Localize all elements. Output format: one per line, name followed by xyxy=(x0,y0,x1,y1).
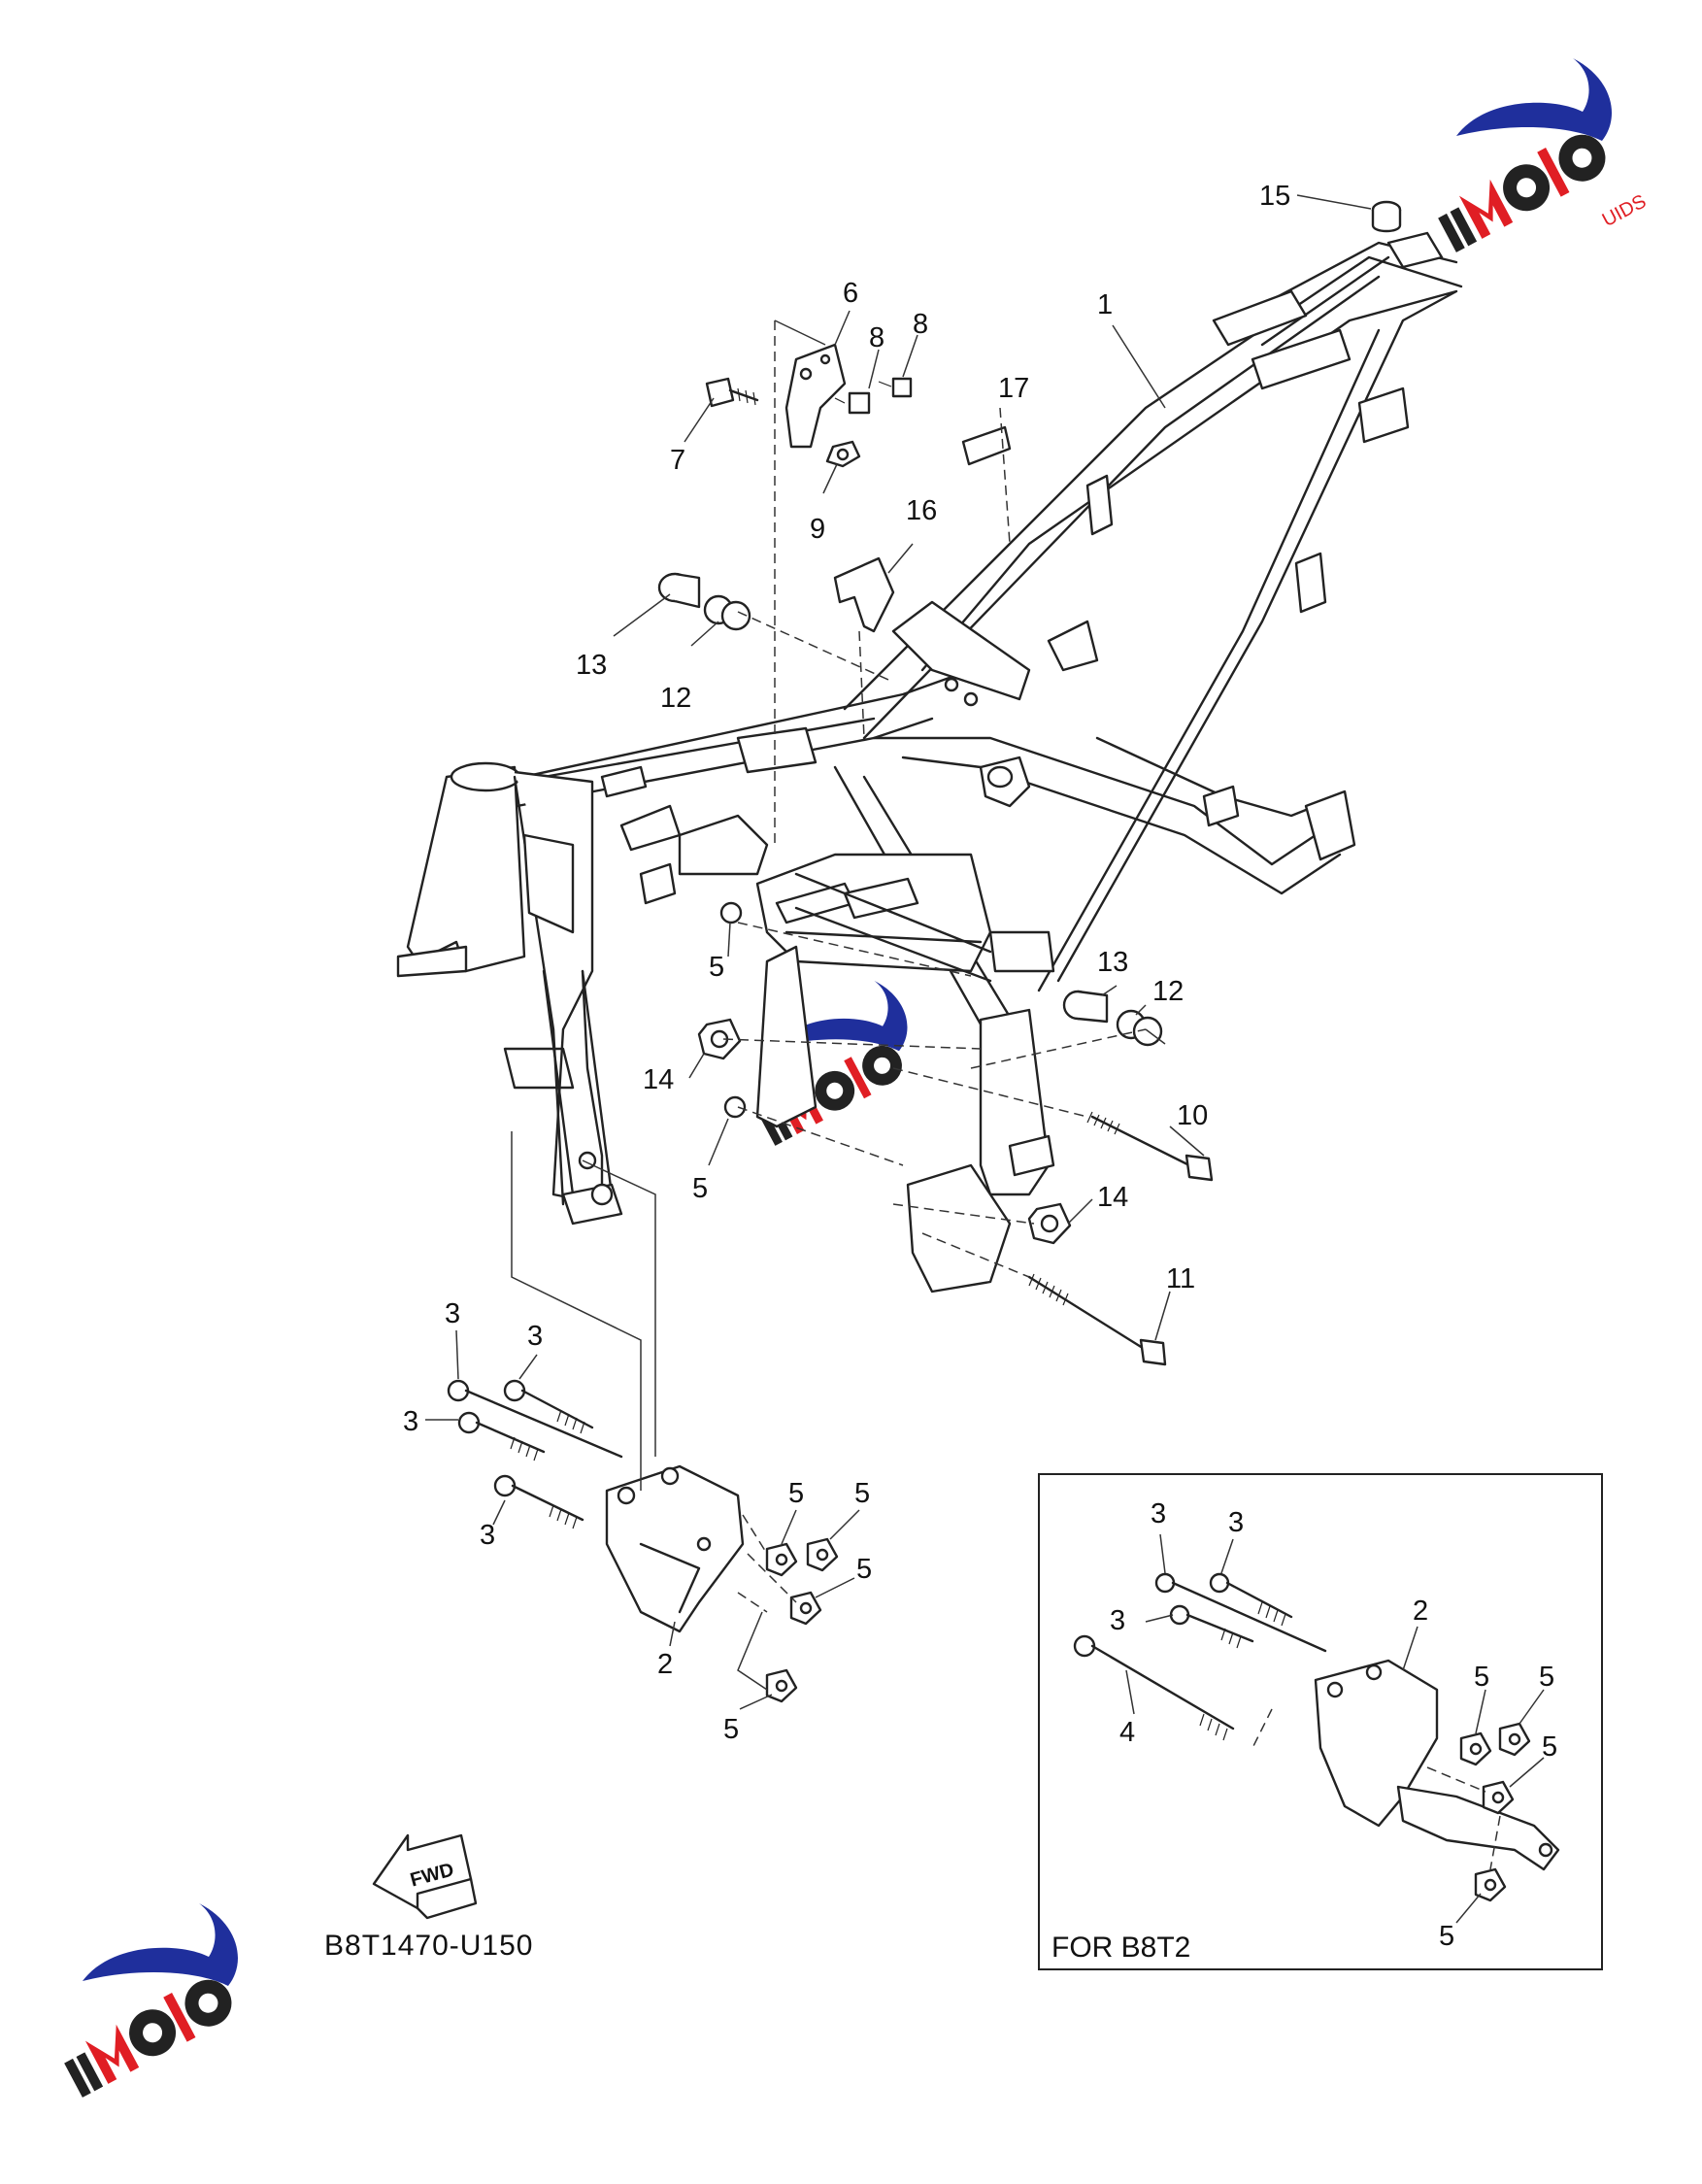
part-11-bolt xyxy=(1027,1273,1167,1366)
callout-5-d: 5 xyxy=(854,1478,870,1509)
part-12-bushing-right xyxy=(1116,1009,1163,1047)
part-2-bracket xyxy=(605,1464,745,1633)
callout-5-a: 5 xyxy=(709,952,724,983)
fwd-arrow-icon: FWD xyxy=(372,1833,478,1920)
part-14-nut-left xyxy=(697,1018,742,1060)
callout-3-b: 3 xyxy=(527,1321,543,1352)
inset-part-5-nut-a xyxy=(1459,1731,1492,1766)
part-17-label xyxy=(961,425,1012,466)
inset-part-5-nut-c xyxy=(1482,1780,1515,1815)
variant-inset-box: FOR B8T2 xyxy=(1038,1473,1603,1970)
callout-13-b: 13 xyxy=(1097,947,1128,978)
callout-15: 15 xyxy=(1259,181,1290,212)
callout-5-e: 5 xyxy=(856,1554,872,1585)
alignment-lines xyxy=(511,319,1166,1691)
part-14-nut-right xyxy=(1027,1202,1072,1245)
callout-11: 11 xyxy=(1166,1263,1195,1294)
part-13-collar-top xyxy=(657,572,701,609)
callout-13-a: 13 xyxy=(576,650,607,681)
callout-12-b: 12 xyxy=(1152,976,1184,1007)
callout-7: 7 xyxy=(670,445,685,476)
part-5-nut-e xyxy=(789,1591,822,1626)
part-5-nut-c xyxy=(765,1542,798,1577)
inset-callout-3-c: 3 xyxy=(1110,1605,1125,1636)
callout-5-b: 5 xyxy=(692,1173,708,1204)
part-5-washer-a xyxy=(719,901,743,924)
inset-callout-5-d: 5 xyxy=(1439,1921,1454,1952)
part-15-damper xyxy=(1371,200,1402,233)
watermark-logo-top-right: UIDS xyxy=(1438,58,1651,252)
variant-box-label: FOR B8T2 xyxy=(1051,1932,1190,1964)
inset-callout-5-b: 5 xyxy=(1539,1662,1554,1693)
callout-17: 17 xyxy=(998,373,1029,404)
part-10-bolt xyxy=(1086,1111,1214,1182)
callout-5-c: 5 xyxy=(788,1478,804,1509)
watermark-logo-bottom-left xyxy=(64,1903,238,2098)
inset-callout-2: 2 xyxy=(1413,1596,1428,1627)
part-9-nut xyxy=(825,440,861,468)
inset-part-5-nut-d xyxy=(1474,1867,1507,1902)
callout-16: 16 xyxy=(906,495,937,526)
inset-part-3-bolt-b xyxy=(1209,1572,1293,1627)
frame-assembly xyxy=(396,231,1463,1294)
inset-callout-5-a: 5 xyxy=(1474,1662,1489,1693)
callout-8-b: 8 xyxy=(913,309,928,340)
leader-lines xyxy=(425,194,1545,1924)
callout-6: 6 xyxy=(843,278,858,309)
part-16-guard xyxy=(833,556,895,633)
callout-3-c: 3 xyxy=(403,1406,418,1437)
callout-labels: 15 1 6 8 8 17 7 9 16 13 12 5 13 12 14 5 … xyxy=(403,181,1557,1952)
inset-part-2-bracket xyxy=(1314,1659,1560,1871)
inset-callout-3-a: 3 xyxy=(1151,1498,1166,1529)
callout-8-a: 8 xyxy=(869,322,884,353)
part-5-washer-b xyxy=(723,1095,747,1119)
part-8-screw-a xyxy=(834,391,871,415)
svg-text:UIDS: UIDS xyxy=(1599,190,1651,231)
inset-part-5-nut-b xyxy=(1498,1722,1531,1757)
callout-12-a: 12 xyxy=(660,683,691,714)
inset-callout-3-b: 3 xyxy=(1228,1507,1244,1538)
part-7-bolt xyxy=(705,377,759,408)
callout-10: 10 xyxy=(1177,1100,1208,1131)
inset-callout-4: 4 xyxy=(1119,1717,1135,1748)
part-13-collar-right xyxy=(1062,990,1109,1024)
callout-3-a: 3 xyxy=(445,1298,460,1329)
part-3-bolt-c xyxy=(457,1411,546,1462)
inset-part-4-long-bolt xyxy=(1073,1634,1235,1741)
part-3-bolt-a xyxy=(447,1379,623,1459)
callout-9: 9 xyxy=(810,514,825,545)
inset-part-3-bolt-a xyxy=(1154,1572,1327,1653)
part-8-screw-b xyxy=(878,377,913,398)
part-3-bolt-d xyxy=(493,1474,584,1529)
inset-callout-5-c: 5 xyxy=(1542,1731,1557,1763)
callout-1: 1 xyxy=(1097,289,1113,320)
callout-14-a: 14 xyxy=(643,1064,674,1095)
part-5-nut-d xyxy=(806,1537,839,1572)
part-3-bolt-b xyxy=(503,1379,594,1434)
part-12-bushing-top xyxy=(703,594,751,631)
callout-5-f: 5 xyxy=(723,1714,739,1745)
part-5-nut-f xyxy=(765,1668,798,1703)
callout-3-d: 3 xyxy=(480,1520,495,1551)
callout-14-b: 14 xyxy=(1097,1182,1128,1213)
callout-2: 2 xyxy=(657,1649,673,1680)
part-code: B8T1470-U150 xyxy=(324,1930,533,1962)
part-6-bracket xyxy=(784,343,847,449)
